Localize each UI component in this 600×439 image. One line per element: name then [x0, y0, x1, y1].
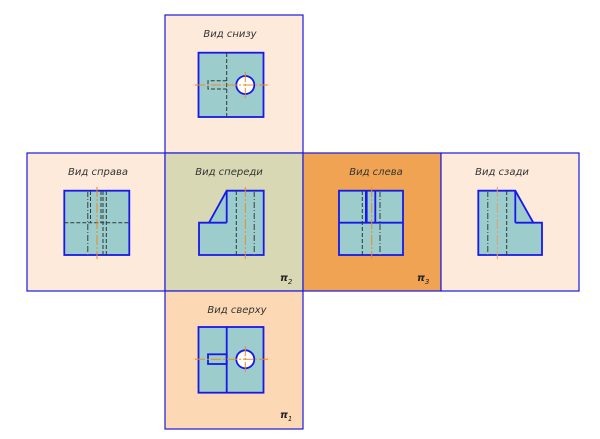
drawing-view-from-right: [63, 187, 131, 259]
label-view-from-right: Вид справа: [68, 167, 128, 178]
drawing-top-view: [195, 326, 268, 394]
plane-pi2-label: π2: [280, 273, 293, 286]
label-front-view: Вид спереди: [195, 167, 263, 178]
plane-pi1-label: π1: [280, 410, 292, 423]
plane-pi3-label: π3: [417, 273, 429, 286]
drawing-front-view: [198, 187, 265, 259]
drawing-view-from-left: [338, 187, 404, 259]
label-view-from-below: Вид снизу: [203, 29, 257, 40]
label-view-from-left: Вид слева: [349, 167, 403, 178]
drawing-view-from-below: [195, 51, 268, 118]
label-top-view: Вид сверху: [207, 305, 267, 316]
label-view-from-back: Вид сзади: [475, 167, 529, 178]
drawing-view-from-back: [477, 187, 543, 259]
